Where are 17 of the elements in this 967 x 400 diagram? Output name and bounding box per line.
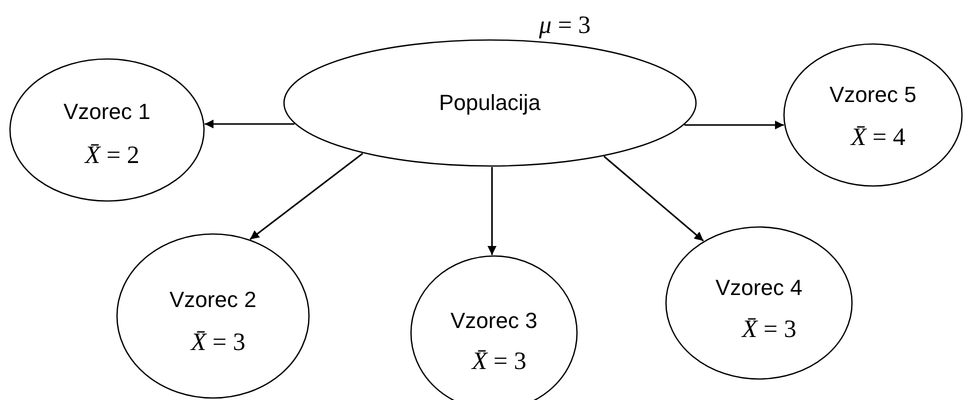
arrow xyxy=(204,120,294,128)
arrow xyxy=(250,152,364,240)
arrow xyxy=(604,156,704,242)
sample-mean-label: X̄ = 4 xyxy=(851,124,906,150)
population-mean-label: μ = 3 xyxy=(539,12,591,38)
node-label: Vzorec 5 xyxy=(830,84,916,106)
node-label: Vzorec 2 xyxy=(170,289,256,311)
sample-mean-label: X̄ = 2 xyxy=(85,142,140,168)
node-label: Vzorec 3 xyxy=(450,310,538,332)
arrow xyxy=(488,167,496,256)
sample-mean-label: X̄ = 3 xyxy=(472,348,526,374)
node-label: Vzorec 4 xyxy=(716,277,802,299)
node-label: Vzorec 1 xyxy=(64,101,150,123)
sample-mean-label: X̄ = 3 xyxy=(742,316,796,342)
arrow xyxy=(684,120,784,130)
node-label: Populacija xyxy=(439,92,541,114)
sample-mean-label: X̄ = 3 xyxy=(191,330,246,354)
